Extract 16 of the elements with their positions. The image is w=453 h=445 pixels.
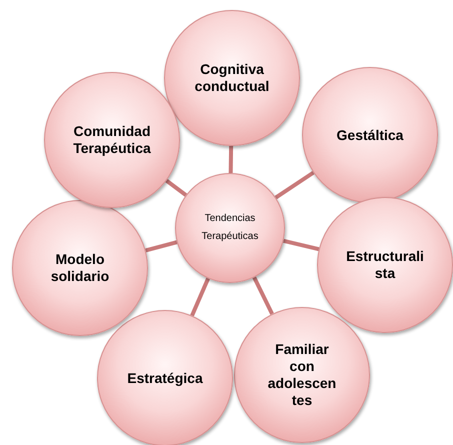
connector-line <box>274 170 314 200</box>
node-label: Estructuralista <box>345 248 425 282</box>
connector-line <box>283 238 320 252</box>
node-label: Comunidad Terapéutica <box>72 123 152 157</box>
node-label: Modelo solidario <box>50 251 110 285</box>
connector-line <box>165 179 188 197</box>
circle-node <box>175 173 285 283</box>
connector-line <box>145 240 178 252</box>
node-label: Cognitiva conductual <box>194 61 270 95</box>
node-label: Gestáltica <box>336 126 404 144</box>
connector-line <box>190 278 210 316</box>
node-label: Tendencias Terapéuticas <box>200 212 260 244</box>
node-label: Estratégica <box>126 370 204 386</box>
node-label: Familiar con adolescentes <box>266 341 338 409</box>
connector-line <box>228 146 234 174</box>
connector-line <box>252 276 274 315</box>
